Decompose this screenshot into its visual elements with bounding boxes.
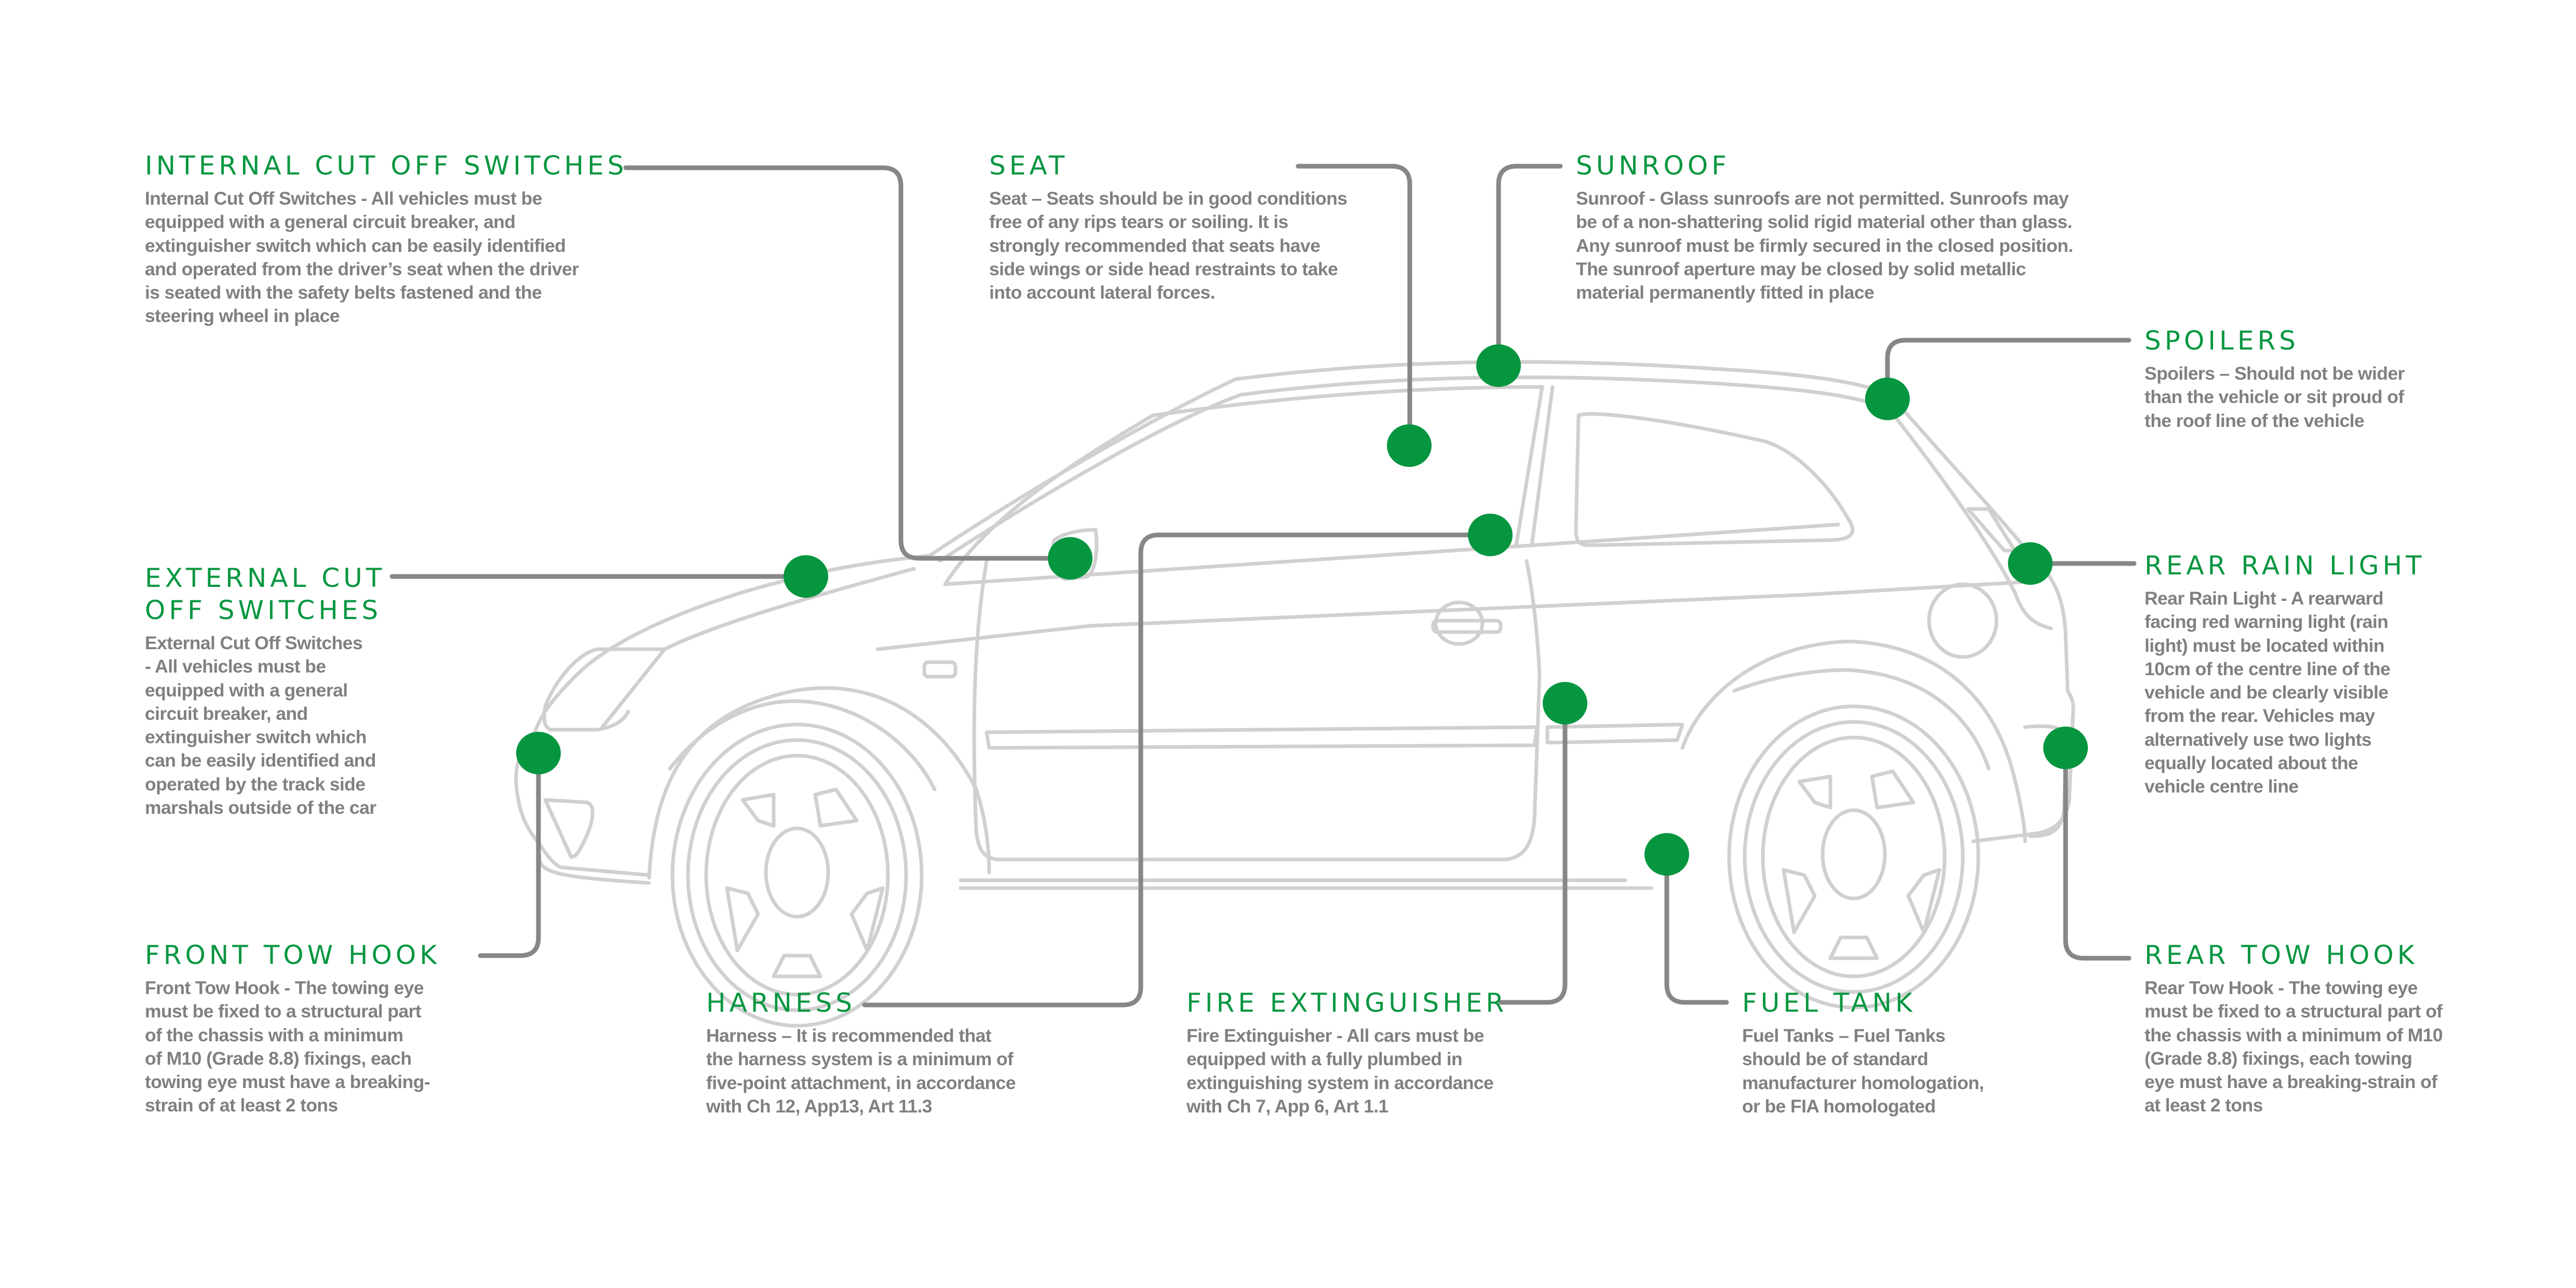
car-fuel-cap [1927, 582, 1999, 659]
marker-harness[interactable] [1468, 514, 1513, 556]
car-hood-line [514, 554, 932, 877]
leader-seat [1296, 164, 1412, 448]
leader-fire-extinguisher [1498, 701, 1568, 1005]
car-front-spoke [725, 787, 885, 978]
leader-sunroof [1496, 164, 1563, 368]
marker-spoilers[interactable] [1865, 378, 1910, 420]
car-front-tire [670, 722, 924, 1028]
callout-title: FUEL TANK [1742, 988, 1916, 1018]
marker-front-tow-hook[interactable] [516, 732, 561, 774]
callout-rear-tow-hook: REAR TOW HOOK Rear Tow Hook - The towing… [2145, 939, 2443, 1118]
callout-fuel-tank: FUEL TANK Fuel Tanks – Fuel Tanks should… [1742, 987, 1984, 1118]
leader-front-tow-hook [478, 750, 541, 958]
car-rear-rim [1761, 735, 1947, 978]
leader-fuel-tank [1664, 852, 1729, 1005]
marker-fuel-tank[interactable] [1644, 833, 1689, 876]
leader-rear-tow-hook [2063, 745, 2132, 961]
callout-description: Internal Cut Off Switches - All vehicles… [145, 188, 579, 327]
car-rear-quarter-window [1574, 412, 1855, 547]
car-door-handle [1431, 619, 1503, 634]
callout-description: External Cut Off Switches - All vehicles… [145, 633, 376, 819]
callout-description: Fuel Tanks – Fuel Tanks should be of sta… [1742, 1025, 1984, 1117]
car-outline-illustration [514, 360, 2075, 1028]
car-roof-line [927, 360, 2075, 843]
car-front-hub [764, 826, 830, 919]
callout-description: Front Tow Hook - The towing eye must be … [145, 977, 430, 1116]
callout-description: Rear Tow Hook - The towing eye must be f… [2145, 977, 2443, 1116]
leader-spoilers [1885, 338, 2132, 401]
callout-description: Harness – It is recommended that the har… [706, 1025, 1016, 1117]
callout-title: SUNROOF [1576, 151, 1730, 181]
callout-spoilers: SPOILERS Spoilers – Should not be wider … [2145, 325, 2405, 433]
callout-front-tow-hook: FRONT TOW HOOK Front Tow Hook - The towi… [145, 939, 440, 1118]
callout-title: SEAT [989, 151, 1069, 181]
marker-rear-tow-hook[interactable] [2043, 727, 2088, 769]
leader-internal-cut-off-switches [623, 165, 1073, 561]
car-rear-wheel-arch [1680, 639, 2027, 843]
marker-sunroof[interactable] [1476, 344, 1521, 387]
car-roof-inner-line [938, 375, 1879, 563]
car-belt-line [875, 580, 2032, 651]
car-front-tire-inner [686, 738, 908, 1012]
marker-fire-extinguisher[interactable] [1543, 682, 1587, 725]
car-headlight [542, 647, 667, 732]
callout-fire-extinguisher: FIRE EXTINGUISHER Fire Extinguisher - Al… [1186, 987, 1507, 1118]
car-side-indicator [922, 660, 957, 679]
callout-description: Sunroof - Glass sunroofs are not permitt… [1576, 188, 2073, 303]
callout-title: INTERNAL CUT OFF SWITCHES [145, 151, 628, 181]
marker-seat[interactable] [1387, 424, 1432, 467]
car-rear-wheel-arch-inner [1732, 668, 1991, 771]
car-body-side-moulding [984, 722, 1684, 750]
callout-harness: HARNESS Harness – It is recommended that… [706, 987, 1016, 1118]
callout-description: Rear Rain Light - A rearward facing red … [2145, 588, 2391, 797]
callout-rear-rain-light: REAR RAIN LIGHT Rear Rain Light - A rear… [2145, 549, 2425, 799]
callout-title: SPOILERS [2145, 326, 2299, 356]
callout-title: FIRE EXTINGUISHER [1186, 988, 1508, 1018]
car-front-window [943, 385, 1544, 586]
car-rear-spoke [1782, 769, 1941, 960]
callout-title: HARNESS [706, 988, 856, 1018]
callout-title: EXTERNAL CUT OFF SWITCHES [145, 563, 386, 625]
callout-external-cut-off-switches: EXTERNAL CUT OFF SWITCHES External Cut O… [145, 562, 385, 820]
callout-title: REAR TOW HOOK [2145, 940, 2418, 970]
marker-internal-cut-off-switches[interactable] [1048, 537, 1093, 580]
callout-seat: SEAT Seat – Seats should be in good cond… [989, 150, 1347, 304]
car-front-wheel-arch [647, 686, 991, 880]
car-sill [959, 878, 1653, 890]
callout-title: FRONT TOW HOOK [145, 940, 441, 970]
leader-harness [862, 532, 1493, 1008]
callout-description: Seat – Seats should be in good condition… [989, 188, 1347, 303]
leader-lines [389, 164, 2137, 1008]
car-hood-crease [600, 567, 916, 729]
callout-description: Spoilers – Should not be wider than the … [2145, 363, 2405, 431]
callout-internal-cut-off-switches: INTERNAL CUT OFF SWITCHES Internal Cut O… [145, 150, 627, 328]
car-front-bumper [535, 839, 651, 885]
marker-dots [516, 344, 2088, 876]
car-rear-hatch [1888, 408, 2053, 630]
car-fog-light [543, 798, 595, 859]
car-door-handle-recess [1434, 600, 1485, 646]
car-rear-tire [1727, 704, 1980, 1010]
car-front-rim [704, 754, 890, 997]
callout-sunroof: SUNROOF Sunroof - Glass sunroofs are not… [1576, 150, 2073, 304]
marker-rear-rain-light[interactable] [2008, 542, 2053, 585]
car-rear-hub [1820, 808, 1887, 901]
marker-external-cut-off-switches[interactable] [784, 555, 828, 598]
car-front-door [972, 559, 1542, 862]
car-b-pillar [1530, 385, 1555, 547]
callout-title: REAR RAIN LIGHT [2145, 551, 2425, 581]
car-rear-tire-inner [1743, 720, 1965, 994]
car-front-wheel-arch-inner [668, 699, 937, 791]
callout-description: Fire Extinguisher - All cars must be equ… [1186, 1025, 1494, 1117]
